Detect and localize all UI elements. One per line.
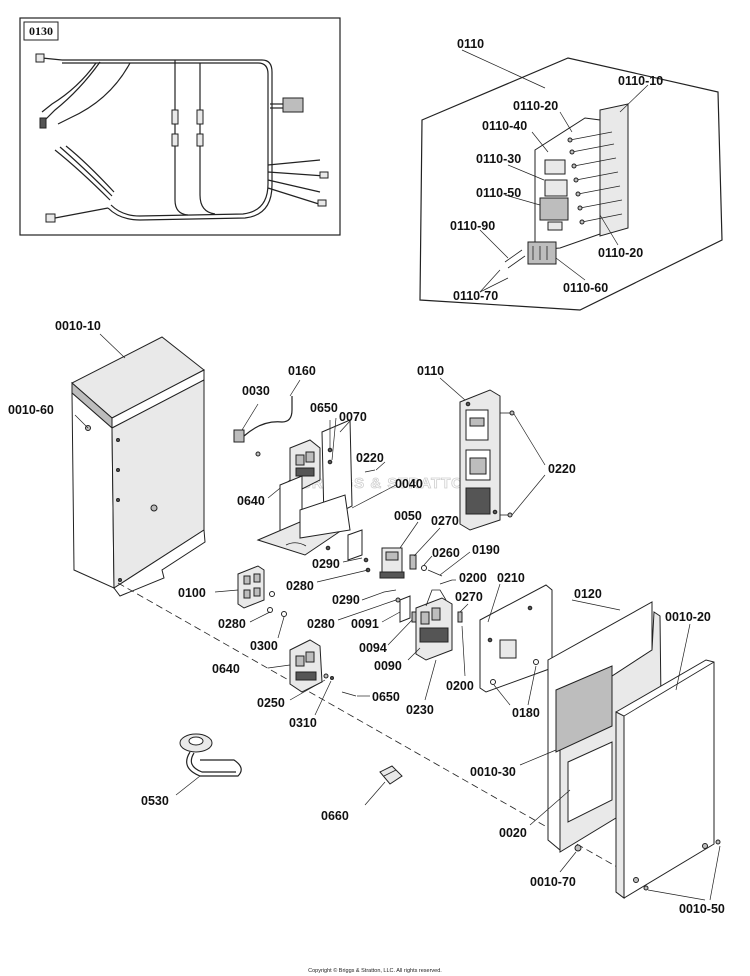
screw-0190 (427, 569, 443, 577)
fuse-b (507, 255, 526, 269)
inset-wire-harness: 0130 (19, 17, 341, 236)
callout-0310: 0310 (289, 716, 317, 730)
main-contactor: 0090 0230 0200 0270 0200 (374, 571, 487, 717)
harness-branch-left (174, 60, 189, 216)
door-window (555, 665, 613, 753)
hinge-pin (574, 844, 582, 852)
fuse-a (504, 249, 523, 263)
control-board-main: 0110 0220 (417, 364, 576, 531)
callout-0200-lower: 0200 (446, 679, 474, 693)
harness-trunk (62, 59, 273, 221)
callout-0010-30: 0010-30 (470, 765, 516, 779)
callout-0110-20b: 0110-20 (598, 246, 643, 260)
callout-0270-lower: 0270 (455, 590, 483, 604)
callout-0290-lower: 0290 (332, 593, 360, 607)
callout-0650-upper: 0650 (310, 401, 338, 415)
terminal-connector (35, 53, 45, 63)
callout-0200-upper: 0200 (459, 571, 487, 585)
bracket-0091 (399, 595, 411, 623)
callout-0110-10: 0110-10 (618, 74, 663, 88)
mounting-base: 0040 (256, 475, 423, 556)
callout-0230: 0230 (406, 703, 434, 717)
callout-0210: 0210 (497, 571, 525, 585)
callout-0110-60: 0110-60 (563, 281, 608, 295)
callout-0220-mid: 0220 (356, 451, 384, 465)
callout-0280-upper: 0280 (286, 579, 314, 593)
callout-0020: 0020 (499, 826, 527, 840)
callout-0640-upper: 0640 (237, 494, 265, 508)
inset-label-box (23, 21, 59, 41)
current-transformer: 0530 (141, 733, 242, 808)
cable-connector (233, 429, 245, 443)
callout-0010-10: 0010-10 (55, 319, 101, 333)
callout-0300: 0300 (250, 639, 278, 653)
callout-0010-70: 0010-70 (530, 875, 576, 889)
hardware-cluster-middle: 0290 0280 0091 0094 (307, 589, 417, 655)
board-screws (567, 131, 623, 225)
callout-0091: 0091 (351, 617, 379, 631)
screw-0220 (364, 469, 376, 473)
callout-0110-30: 0110-30 (476, 152, 521, 166)
callout-0090: 0090 (374, 659, 402, 673)
callout-0120: 0120 (574, 587, 602, 601)
copyright-notice: Copyright © Briggs & Stratton, LLC. All … (308, 967, 442, 974)
inset-frame (19, 17, 341, 236)
relay-block (539, 197, 569, 221)
callout-0280-left: 0280 (218, 617, 246, 631)
callout-0280-lower: 0280 (307, 617, 335, 631)
callout-0640-lower: 0640 (212, 662, 240, 676)
fuse-block (527, 241, 557, 265)
callout-0110-20: 0110-20 (513, 99, 558, 113)
callout-0110-inset: 0110 (457, 37, 484, 51)
callout-0160: 0160 (288, 364, 316, 378)
terminal-block: 0100 0280 0300 (178, 565, 287, 653)
callout-0270-upper: 0270 (431, 514, 459, 528)
callout-0650-lower: 0650 (372, 690, 400, 704)
callout-0070: 0070 (339, 410, 367, 424)
callout-0030: 0030 (242, 384, 270, 398)
callout-0220-right: 0220 (548, 462, 576, 476)
callout-0110-40: 0110-40 (482, 119, 527, 133)
enclosure-box: 0010-10 0010-60 (8, 319, 206, 597)
callout-0530: 0530 (141, 794, 169, 808)
harness-branch-mid (199, 63, 216, 215)
callout-0110-main: 0110 (417, 364, 444, 378)
callout-0010-60: 0010-60 (8, 403, 54, 417)
washer-0260 (421, 565, 427, 571)
callout-0260: 0260 (432, 546, 460, 560)
hardware-cluster-upper: 0270 0260 0190 (409, 514, 500, 577)
outer-door: 0010-20 0010-50 (615, 610, 725, 916)
callout-0040: 0040 (395, 477, 423, 491)
callout-0010-20: 0010-20 (665, 610, 711, 624)
callout-0290-upper: 0290 (312, 557, 340, 571)
breaker-lower: 0640 0250 0310 0650 (212, 639, 400, 730)
mounting-plate (599, 103, 629, 237)
bracket-panel: 0650 0070 0220 (310, 401, 386, 521)
back-plate: 0210 0180 (479, 571, 553, 720)
callout-0110-90: 0110-90 (450, 219, 495, 233)
callout-0180: 0180 (512, 706, 540, 720)
callout-0094: 0094 (359, 641, 387, 655)
callout-0110-70: 0110-70 (453, 289, 498, 303)
breaker-upper: 0640 (237, 439, 321, 508)
callout-0250: 0250 (257, 696, 285, 710)
sensor-cable: 0030 0160 (233, 364, 316, 457)
callout-0010-50: 0010-50 (679, 902, 725, 916)
clip-0660: 0660 (321, 765, 403, 823)
callout-0100: 0100 (178, 586, 206, 600)
part-0270 (409, 554, 417, 570)
contactor-relay: 0050 0290 0280 (286, 509, 422, 593)
callout-0110-50: 0110-50 (476, 186, 521, 200)
callout-0190: 0190 (472, 543, 500, 557)
inset-control-board: 0110 0110-10 0110-20 0110-40 0110-30 011… (419, 37, 723, 311)
harness-plug (282, 97, 304, 113)
callout-0050: 0050 (394, 509, 422, 523)
callout-0660: 0660 (321, 809, 349, 823)
part-0094 (411, 611, 417, 623)
inset-label: 0130 (29, 24, 53, 38)
